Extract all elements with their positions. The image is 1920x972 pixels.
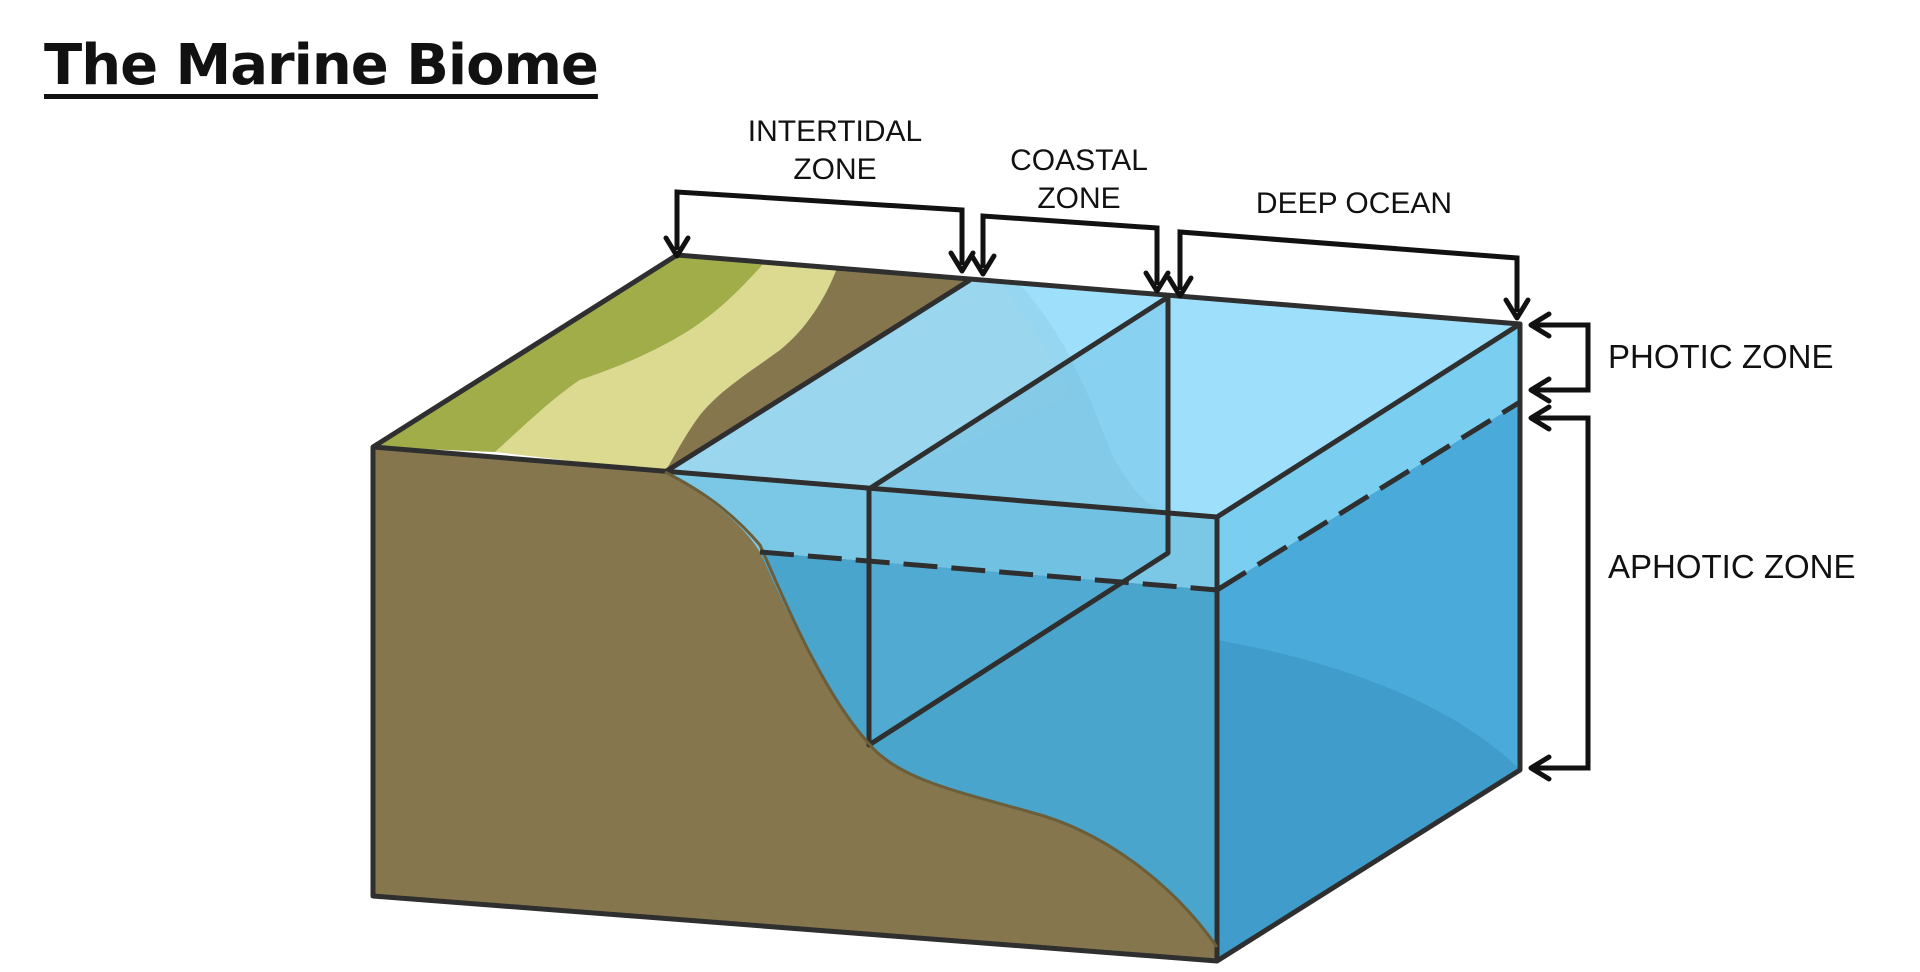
arrow-down-icon (969, 253, 997, 277)
aphotic-zone-label: APHOTIC ZONE (1608, 548, 1856, 585)
zone-brackets (674, 189, 1591, 771)
top-sand (495, 262, 837, 472)
arrow-down-icon (1143, 270, 1171, 294)
top-water-shallow (665, 280, 1070, 489)
right-water-photic (1217, 324, 1520, 590)
coastal-label-line1: COASTAL (1010, 144, 1148, 177)
diagram-title: The Marine Biome (44, 33, 599, 98)
front-water-aphotic (760, 552, 1217, 947)
right-water-aphotic-shadow (1217, 640, 1520, 961)
intertidal-label-line1: INTERTIDAL (748, 115, 922, 148)
coastal-label-line2: ZONE (1037, 182, 1120, 215)
intertidal-label-line2: ZONE (793, 153, 876, 186)
arrow-down-icon (663, 235, 691, 259)
top-grass (373, 255, 765, 452)
photic-bracket (1535, 322, 1591, 393)
arrow-down-icon (1503, 297, 1531, 321)
arrow-down-icon (948, 250, 976, 274)
photic-boundary-dashed (759, 399, 1522, 593)
top-water-shelf-shade (869, 283, 1168, 513)
arrow-left-icon (1528, 311, 1552, 339)
front-soil-face (373, 447, 1217, 961)
arrow-left-icon (1528, 754, 1552, 782)
arrow-left-icon (1528, 404, 1552, 432)
inner-slice-fill (869, 297, 1168, 745)
coastal-bracket (980, 213, 1160, 285)
top-mud (665, 268, 970, 472)
arrow-down-icon (1166, 275, 1194, 299)
intertidal-bracket (674, 189, 965, 265)
arrow-left-icon (1528, 376, 1552, 404)
deep-ocean-bracket (1177, 229, 1520, 312)
aphotic-bracket (1535, 415, 1591, 771)
arrow-heads (663, 235, 1552, 782)
deep-ocean-label: DEEP OCEAN (1256, 187, 1452, 220)
photic-zone-label: PHOTIC ZONE (1608, 338, 1834, 375)
front-water-photic (665, 472, 1217, 590)
